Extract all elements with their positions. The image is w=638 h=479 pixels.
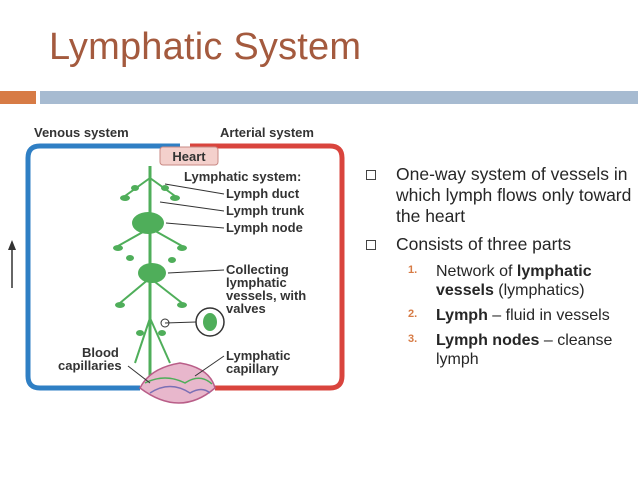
sub-item-number: 3. (408, 333, 418, 345)
sub-item-pre: Network of (436, 263, 517, 280)
sub-item-post: – cleanse lymph (436, 332, 613, 368)
sub-item-text: Network of lymphatic vessels (lymphatics… (436, 262, 634, 300)
title-accent-bar-blue (40, 91, 638, 104)
blood-capillaries-label-line1: Blood (82, 345, 119, 360)
collecting-label-line1: Collecting (226, 262, 289, 277)
lymphatic-system-diagram: Heart Venous system Arterial system (8, 125, 345, 404)
arterial-system-label: Arterial system (220, 125, 314, 140)
collecting-label-line4: valves (226, 301, 266, 316)
lymphatic-tree (113, 166, 187, 378)
square-bullet-icon (366, 240, 376, 250)
heart-box (159, 146, 219, 166)
sub-item-text: Lymph – fluid in vessels (436, 306, 634, 325)
lymphatic-capillary-label-line1: Lymphatic (226, 348, 291, 363)
bullet-text: Consists of three parts (396, 234, 572, 254)
sub-item: 1. Network of lymphatic vessels (lymphat… (362, 262, 634, 300)
sub-item-text: Lymph nodes – cleanse lymph (436, 331, 634, 369)
sub-item-bold: lymphatic vessels (436, 263, 592, 299)
venous-system-label: Venous system (34, 125, 129, 140)
flow-arrow-icon (8, 240, 16, 288)
lymphatic-capillary-label-line2: capillary (226, 361, 280, 376)
lymph-trunk-label: Lymph trunk (226, 203, 305, 218)
sub-item-post: – fluid in vessels (487, 307, 610, 324)
sub-item-post: (lymphatics) (493, 282, 585, 299)
blood-capillaries-label-line2: capillaries (58, 358, 122, 373)
lymph-duct-label: Lymph duct (226, 186, 300, 201)
slide-title: Lymphatic System (49, 26, 362, 68)
arterial-vessel (190, 143, 345, 391)
collecting-label-line2: lymphatic (226, 275, 287, 290)
sub-item-number: 2. (408, 308, 418, 320)
valve-icon (203, 313, 217, 331)
bullet-item: Consists of three parts (362, 234, 634, 255)
sub-item-number: 1. (408, 264, 418, 276)
venous-vessel (25, 143, 180, 391)
sub-item-bold: Lymph nodes (436, 332, 540, 349)
lymph-node-label: Lymph node (226, 220, 303, 235)
bullet-item: One-way system of vessels in which lymph… (362, 164, 634, 227)
bullet-list: One-way system of vessels in which lymph… (362, 164, 634, 375)
lymph-node-lower (138, 263, 166, 283)
lymphatic-system-heading: Lymphatic system: (184, 169, 301, 184)
square-bullet-icon (366, 170, 376, 180)
capillary-bed (139, 362, 216, 404)
heart-label: Heart (172, 149, 206, 164)
collecting-label-line3: vessels, with (226, 288, 306, 303)
lymph-node-upper (132, 212, 164, 234)
title-accent-bar-orange (0, 91, 36, 104)
sub-item-bold: Lymph (436, 307, 488, 324)
sub-item: 3. Lymph nodes – cleanse lymph (362, 331, 634, 369)
sub-item: 2. Lymph – fluid in vessels (362, 306, 634, 325)
bullet-text: One-way system of vessels in which lymph… (396, 164, 632, 226)
